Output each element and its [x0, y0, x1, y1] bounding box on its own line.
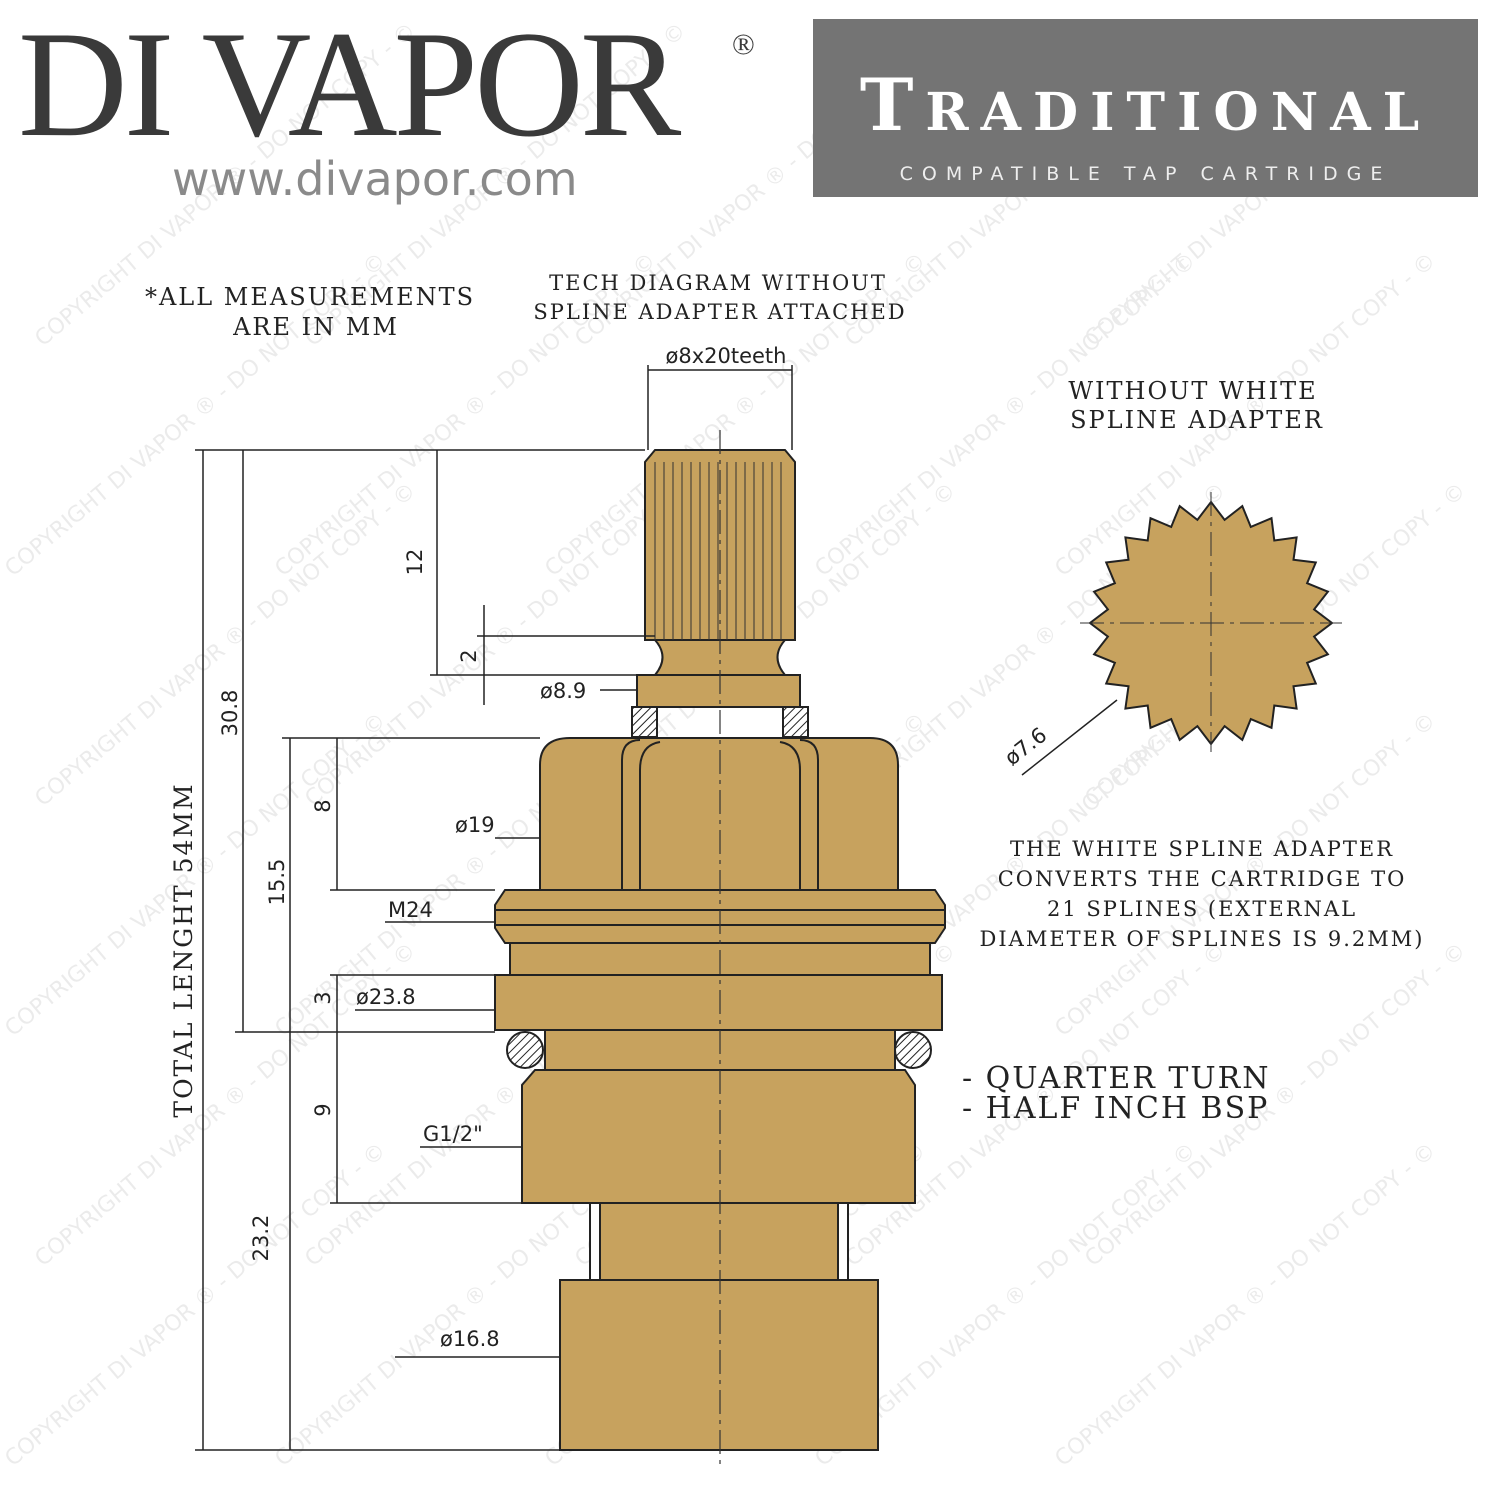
dim-23-2: 23.2 — [249, 1215, 273, 1262]
dim-dia-8-9: ø8.9 — [540, 679, 586, 703]
dimension-lines — [195, 365, 1118, 1451]
spline-teeth-lines — [654, 462, 782, 640]
dim-m24: M24 — [388, 898, 433, 922]
total-length-label: TOTAL LENGHT 54MM — [169, 782, 198, 1117]
dim-g1-2: G1/2" — [423, 1122, 483, 1146]
registered-mark: ® — [732, 28, 755, 61]
spline-cross-section — [1080, 492, 1342, 752]
dim-dia-16-8: ø16.8 — [440, 1327, 500, 1351]
banner-title: TRADITIONAL — [859, 62, 1432, 147]
measurement-note: ARE IN MM — [232, 313, 399, 341]
dim-15-5: 15.5 — [265, 859, 289, 906]
dim-9: 9 — [311, 1103, 335, 1116]
dim-8: 8 — [311, 799, 335, 812]
dim-12: 12 — [403, 549, 427, 576]
dim-30-8: 30.8 — [218, 690, 242, 737]
dim-spline: ø8x20teeth — [666, 344, 787, 368]
measurement-note: *ALL MEASUREMENTS — [145, 283, 475, 311]
feature-quarter-turn: - QUARTER TURN — [962, 1061, 1271, 1096]
adapter-info: CONVERTS THE CARTRIDGE TO — [998, 867, 1407, 891]
dim-2: 2 — [457, 649, 481, 662]
banner-subtitle: COMPATIBLE TAP CARTRIDGE — [899, 163, 1392, 185]
spline-title: SPLINE ADAPTER — [1070, 406, 1324, 434]
diagram-title: TECH DIAGRAM WITHOUT — [549, 271, 887, 295]
dim-dia-7-6: ø7.6 — [1000, 723, 1051, 770]
feature-half-inch-bsp: - HALF INCH BSP — [962, 1091, 1269, 1126]
adapter-info: 21 SPLINES (EXTERNAL — [1047, 897, 1357, 921]
dim-3: 3 — [311, 991, 335, 1004]
dim-dia-23-8: ø23.8 — [356, 985, 416, 1009]
spline-title: WITHOUT WHITE — [1068, 377, 1317, 405]
dim-dia-19: ø19 — [455, 813, 495, 837]
brand-logo: DI VAPOR — [18, 0, 681, 168]
diagram-title: SPLINE ADAPTER ATTACHED — [533, 300, 906, 324]
product-banner: TRADITIONAL COMPATIBLE TAP CARTRIDGE — [813, 19, 1478, 197]
watermark-text: COPYRIGHT DI VAPOR ® - DO NOT COPY - © — [1051, 1138, 1442, 1471]
adapter-info: DIAMETER OF SPLINES IS 9.2MM) — [980, 927, 1425, 951]
website-link[interactable]: www.divapor.com — [172, 152, 578, 206]
adapter-info: THE WHITE SPLINE ADAPTER — [1010, 837, 1394, 861]
